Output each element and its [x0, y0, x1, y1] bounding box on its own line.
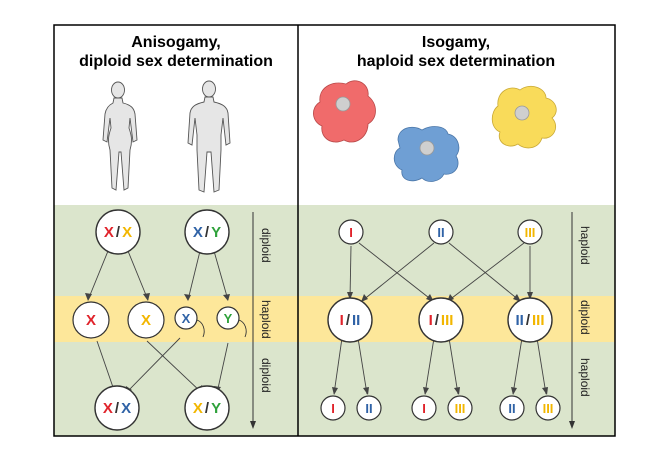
green-band-top	[54, 205, 615, 296]
parent-circle-iii: III	[517, 219, 543, 245]
offspring-circle-ii: II	[499, 395, 525, 421]
mating-type-label: II	[437, 225, 444, 240]
mating-type-label: III	[525, 225, 536, 240]
zygote-circle-i-iii: I/III	[418, 297, 464, 343]
offspring-circle-iii: III	[535, 395, 561, 421]
offspring-circle-ii: II	[356, 395, 382, 421]
zygote-circle-i-ii: I/II	[327, 297, 373, 343]
amoeba-cell-icon	[313, 80, 557, 182]
parent-circle-ii: II	[428, 219, 454, 245]
mating-type-label: III	[455, 401, 466, 416]
gamete-label: X	[86, 312, 96, 329]
separator-label: /	[205, 400, 210, 417]
female-figure-icon	[102, 81, 138, 191]
allele-label: II	[515, 312, 523, 329]
left-connectors	[87, 250, 229, 394]
allele-label: I	[340, 312, 344, 329]
zygote-circle-ii-iii: II/III	[507, 297, 553, 343]
gamete-label: X	[182, 311, 191, 326]
allele-label: X	[122, 224, 132, 241]
parent-circle-i: I	[338, 219, 364, 245]
parent-circle-xx: X/X	[95, 209, 141, 255]
svg-text:X/Y: X/Y	[193, 224, 221, 241]
mating-type-label: III	[543, 401, 554, 416]
mating-type-label: I	[422, 401, 426, 416]
allele-label: Y	[211, 224, 221, 241]
mating-type-label: I	[331, 401, 335, 416]
sperm-gamete-x: X	[174, 306, 205, 338]
red-cell-icon	[313, 80, 376, 143]
left-title-line2: diploid sex determination	[79, 53, 273, 70]
right-title-line1: Isogamy,	[422, 34, 490, 51]
svg-text:I/III: I/III	[429, 312, 454, 329]
right-connectors	[333, 242, 547, 395]
diagram-frame	[53, 24, 616, 437]
gamete-label: X	[141, 312, 151, 329]
svg-text:X/Y: X/Y	[193, 400, 221, 417]
gamete-label: Y	[224, 311, 233, 326]
offspring-circle-xy: X/Y	[184, 385, 230, 431]
svg-text:X/X: X/X	[103, 400, 131, 417]
mating-type-label: II	[508, 401, 515, 416]
separator-label: /	[115, 400, 120, 417]
offspring-circle-xx: X/X	[94, 385, 140, 431]
phase-label: haploid	[259, 300, 273, 339]
phase-label: haploid	[578, 358, 592, 397]
right-title-line2: haploid sex determination	[357, 53, 555, 70]
parent-circle-xy: X/Y	[184, 209, 230, 255]
allele-label: I	[429, 312, 433, 329]
mating-type-label: I	[349, 225, 353, 240]
allele-label: X	[103, 400, 113, 417]
phase-label: diploid	[578, 300, 592, 335]
allele-label: III	[441, 312, 454, 329]
separator-label: /	[435, 312, 440, 329]
offspring-circle-i: I	[320, 395, 346, 421]
phase-label: diploid	[259, 228, 273, 263]
sperm-gamete-y: Y	[216, 306, 247, 338]
svg-text:II/III: II/III	[515, 312, 544, 329]
phase-label: haploid	[578, 226, 592, 265]
svg-text:X/X: X/X	[104, 224, 132, 241]
right-side-timeline: haploid diploid haploid	[569, 212, 592, 429]
allele-label: X	[121, 400, 131, 417]
separator-label: /	[116, 224, 121, 241]
separator-label: /	[526, 312, 531, 329]
egg-gamete-x-yellow: X	[127, 301, 165, 339]
mating-type-label: II	[365, 401, 372, 416]
left-title-line1: Anisogamy,	[131, 34, 221, 51]
allele-label: X	[193, 400, 203, 417]
right-arrowheads	[332, 292, 548, 395]
phase-label: diploid	[259, 358, 273, 393]
male-figure-icon	[187, 80, 231, 193]
allele-label: II	[352, 312, 360, 329]
offspring-circle-i: I	[411, 395, 437, 421]
left-side-timeline: diploid haploid diploid	[250, 212, 273, 429]
separator-label: /	[346, 312, 351, 329]
separator-label: /	[205, 224, 210, 241]
allele-label: X	[104, 224, 114, 241]
egg-gamete-x-red: X	[72, 301, 110, 339]
allele-label: III	[532, 312, 545, 329]
allele-label: X	[193, 224, 203, 241]
allele-label: Y	[211, 400, 221, 417]
svg-text:I/II: I/II	[340, 312, 361, 329]
offspring-circle-iii: III	[447, 395, 473, 421]
